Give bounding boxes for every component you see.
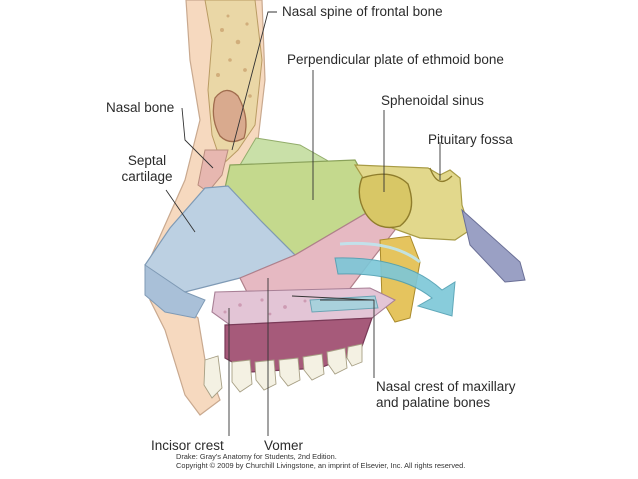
frontal-bone-texture: [216, 14, 252, 98]
label-perpendicular-plate: Perpendicular plate of ethmoid bone: [287, 52, 504, 67]
label-nasal-crest-line2: and palatine bones: [376, 395, 491, 410]
label-nasal-crest-line1: Nasal crest of maxillary: [376, 379, 516, 394]
upper-teeth: [203, 343, 363, 399]
leader-lines: [165, 11, 441, 436]
pituitary-fossa-notch: [429, 167, 453, 183]
sphenoidal-sinus-cavity: [358, 173, 413, 229]
nasal-tip: [144, 264, 206, 319]
label-nasal-bone: Nasal bone: [106, 100, 175, 115]
label-incisor-crest: Incisor crest: [151, 438, 224, 453]
label-nasal-crest: Nasal crest of maxillary and palatine bo…: [376, 379, 516, 411]
label-septal-cartilage-line2: cartilage: [121, 169, 173, 184]
label-nasal-spine: Nasal spine of frontal bone: [282, 4, 443, 19]
label-pituitary-fossa: Pituitary fossa: [428, 132, 513, 147]
clivus: [461, 208, 526, 283]
label-septal-cartilage-line1: Septal: [127, 153, 167, 168]
septal-cartilage-shape: [144, 185, 297, 293]
credit-source: Drake: Gray's Anatomy for Students, 2nd …: [176, 452, 337, 461]
airflow-streak: [339, 241, 421, 264]
label-sphenoidal-sinus: Sphenoidal sinus: [381, 93, 484, 108]
label-vomer: Vomer: [264, 438, 304, 453]
credit-copyright: Copyright © 2009 by Churchill Livingston…: [176, 461, 466, 470]
airflow-arrow: [334, 257, 456, 317]
label-septal-cartilage: Septal cartilage: [107, 153, 187, 185]
